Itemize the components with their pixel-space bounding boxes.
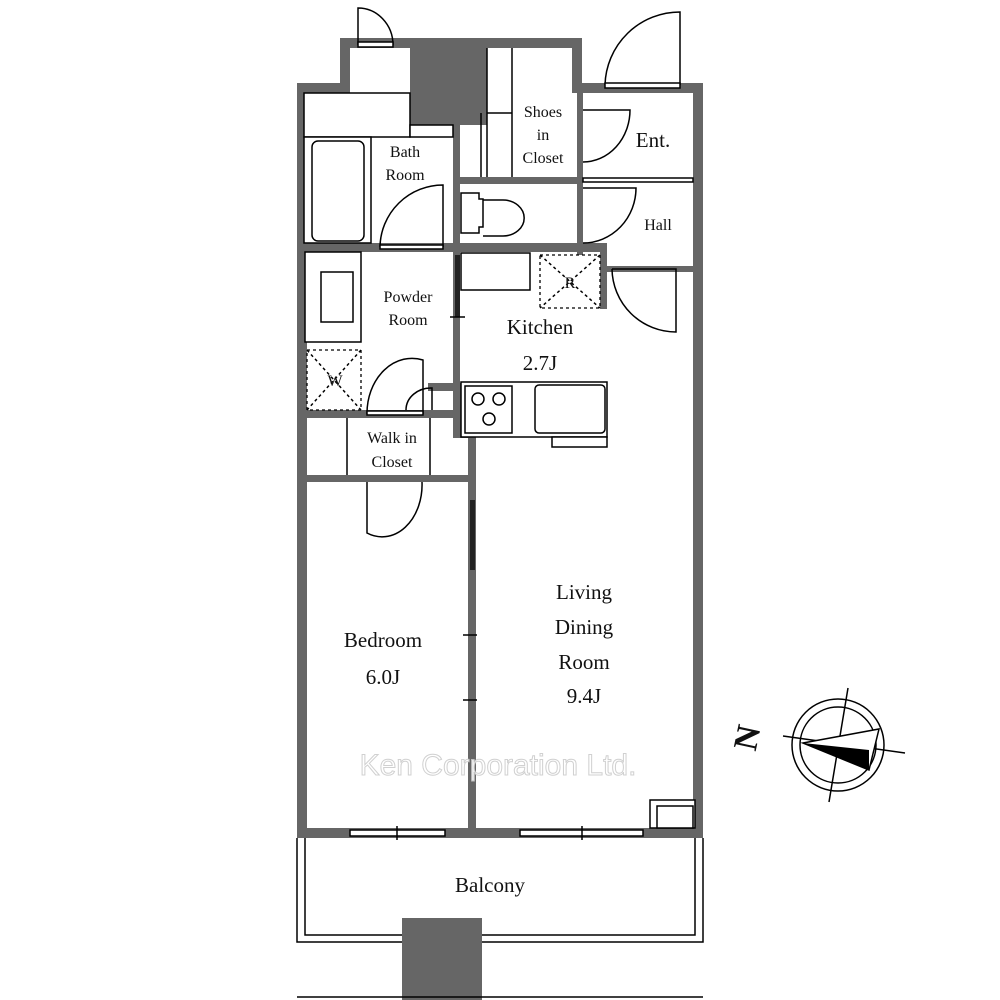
shoes-closet-label: Shoes	[524, 104, 562, 121]
toilet	[460, 192, 525, 237]
living-label: Dining	[555, 615, 614, 639]
kitchen-label: Kitchen	[507, 315, 574, 339]
walkin-closet-label: Closet	[372, 454, 413, 471]
windows	[349, 826, 644, 840]
hall-label: Hall	[644, 217, 672, 234]
powder-room-label: Room	[388, 312, 428, 329]
room-labels: Bath Room Shoes in Closet Ent. Hall Powd…	[327, 104, 672, 897]
shoes-closet-label: in	[537, 127, 549, 144]
compass-icon: N	[727, 687, 906, 803]
bathtub	[311, 140, 365, 242]
washer-label: W	[327, 373, 343, 390]
balcony-label: Balcony	[455, 873, 525, 897]
living-size: 9.4J	[567, 684, 601, 708]
walkin-closet-label: Walk in	[367, 430, 417, 447]
shoes-closet-label: Closet	[523, 150, 564, 167]
balcony-pillar	[402, 918, 482, 1000]
powder-room-label: Powder	[384, 289, 434, 306]
kitchen-size: 2.7J	[523, 351, 557, 375]
sink	[534, 384, 606, 434]
bedroom-label: Bedroom	[344, 628, 422, 652]
vanity-sink	[320, 271, 354, 323]
living-label: Living	[556, 580, 612, 604]
balcony	[296, 838, 704, 998]
living-label: Room	[558, 650, 609, 674]
stove	[464, 385, 513, 434]
watermark: Ken Corporation Ltd.	[360, 749, 637, 782]
shaft	[410, 45, 487, 125]
bath-label: Room	[385, 167, 425, 184]
doors	[357, 7, 681, 538]
north-label: N	[727, 722, 768, 754]
fridge-label: R	[565, 275, 576, 292]
entrance-label: Ent.	[636, 128, 670, 152]
bedroom-size: 6.0J	[366, 665, 400, 689]
fixtures	[303, 48, 696, 829]
bath-label: Bath	[390, 144, 420, 161]
